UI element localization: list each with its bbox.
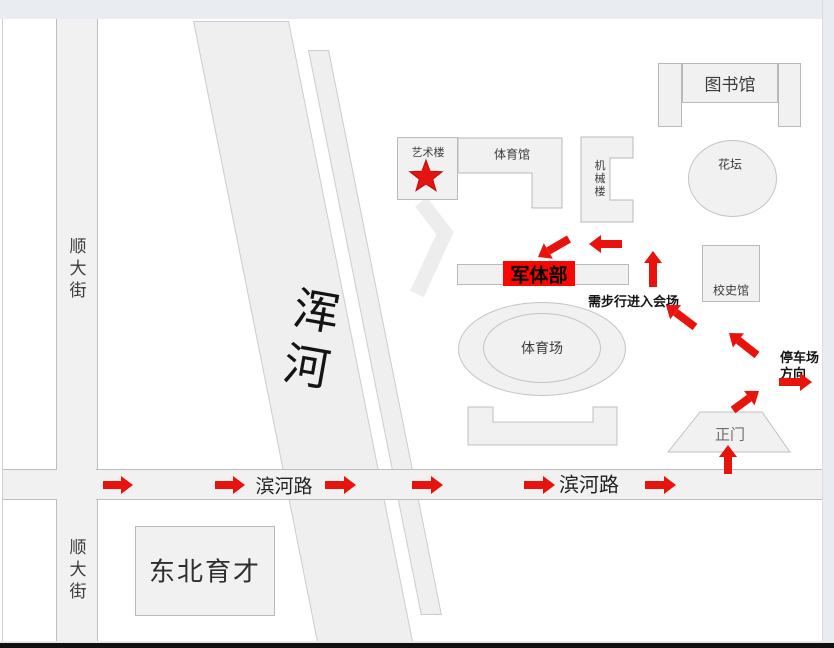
military-dept-highlight (503, 261, 575, 286)
history-hall-label: 校史馆 (712, 283, 750, 298)
street-shundajie (56, 19, 98, 641)
parking-note-line1: 停车场 (780, 351, 820, 366)
military-dept-label: 军体部 (510, 264, 568, 287)
route-arrow-head (589, 235, 601, 253)
route-arrow-head (666, 305, 681, 320)
library-label: 图书馆 (704, 75, 756, 96)
road-intersection (57, 469, 96, 500)
route-arrow-shaft (546, 235, 572, 255)
walk-note: 需步行进入会场 (588, 295, 680, 310)
main-gate-shape (666, 411, 791, 453)
stadium-infield (483, 313, 601, 383)
route-arrow-shaft (735, 337, 760, 359)
top-margin-strip (0, 0, 834, 19)
route-arrow-shaft (673, 309, 698, 331)
map-bottom-border (0, 641, 834, 643)
route-arrow-head (800, 373, 812, 391)
library-building (682, 63, 778, 103)
route-arrow-head (644, 251, 662, 263)
route-arrow-shaft (730, 394, 752, 414)
street-label-shundajie-upper: 顺大街 (65, 237, 86, 303)
road-label-binhe-west: 滨河路 (255, 475, 313, 498)
route-arrow-head (664, 476, 676, 494)
history-hall-building (702, 245, 760, 302)
road-label-binhe-east: 滨河路 (559, 472, 619, 497)
route-arrow-head (344, 476, 356, 494)
route-arrow-head (538, 243, 553, 259)
flower-bed (688, 140, 777, 217)
route-arrow-head (543, 476, 555, 494)
route-arrow-head (233, 476, 245, 494)
route-arrow-head (121, 476, 133, 494)
flower-bed-label: 花坛 (717, 157, 743, 172)
library-wing-left (658, 63, 682, 127)
campus-path (410, 197, 454, 298)
yucai-school-building (135, 526, 275, 616)
route-arrow-head (729, 333, 744, 348)
route-arrow-head (744, 390, 759, 406)
library-wing-right (778, 63, 801, 127)
art-building-label: 艺术楼 (411, 146, 445, 159)
map-left-border (2, 19, 3, 641)
machinery-label: 机械楼 (593, 159, 606, 199)
main-gate-label: 正门 (714, 425, 746, 444)
gymnasium-label: 体育馆 (493, 147, 531, 162)
route-arrow-head (719, 445, 737, 457)
bottom-black-bar (0, 643, 834, 648)
stadium-label: 体育场 (521, 341, 563, 357)
yucai-school-label: 东北育才 (148, 557, 262, 588)
gymnasium-building (457, 137, 563, 209)
route-arrow-head (431, 476, 443, 494)
right-margin-strip (822, 0, 834, 648)
street-label-shundajie-lower: 顺大街 (65, 538, 86, 604)
star-icon (408, 158, 444, 192)
machinery-building (580, 136, 634, 223)
grandstand-building (467, 406, 618, 446)
